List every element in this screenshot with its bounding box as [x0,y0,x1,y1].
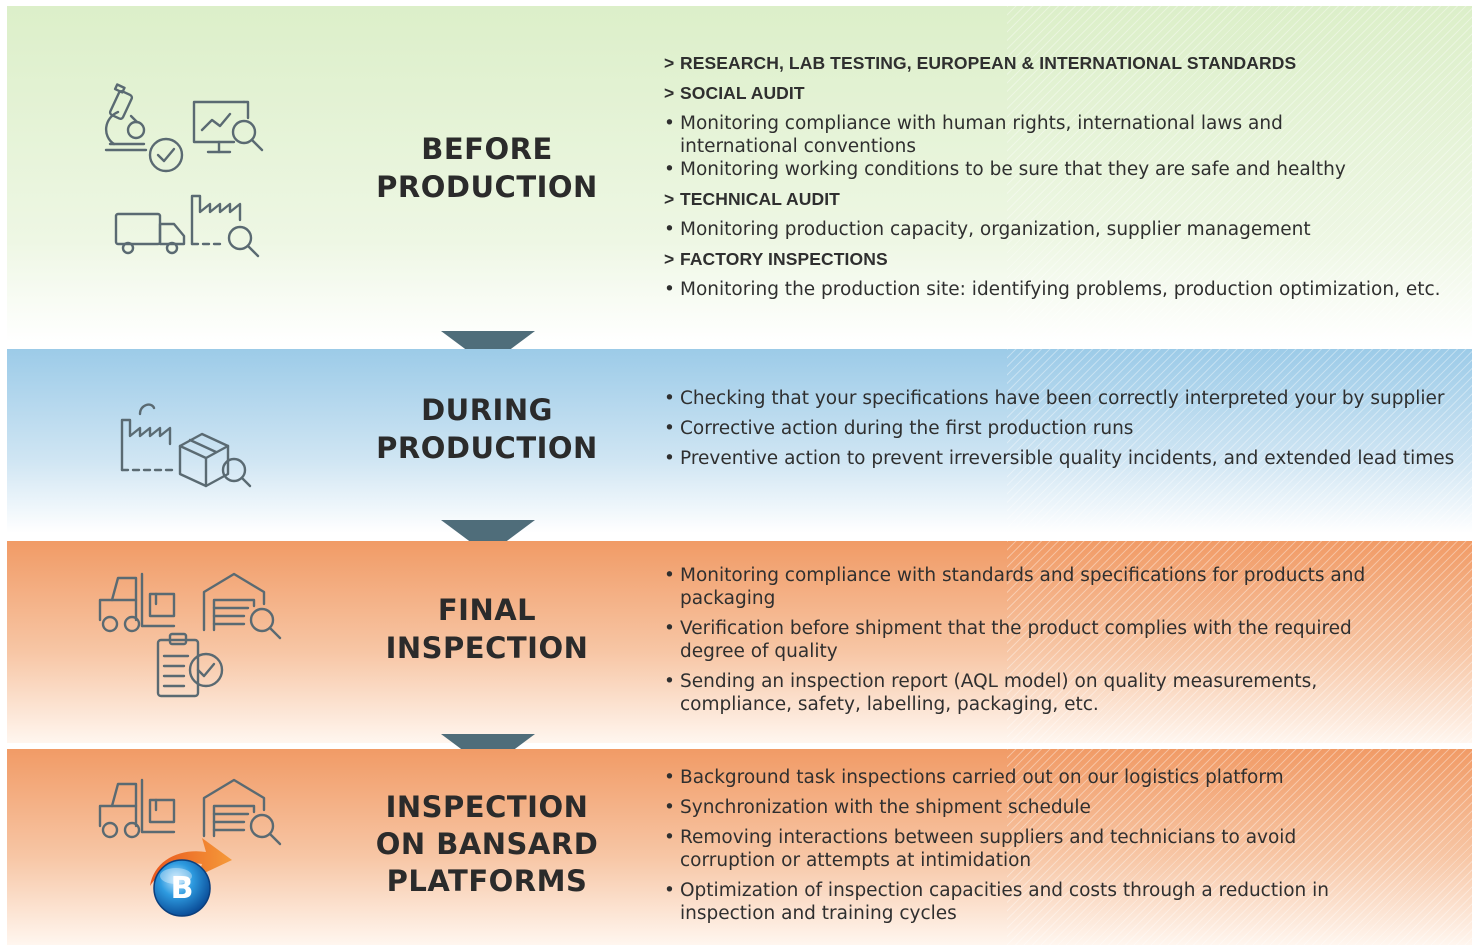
truck-icon [114,212,186,255]
bullet-item: •Corrective action during the first prod… [664,418,1134,439]
factory-search-icon [190,194,260,258]
stage-title: INSPECTION ON BANSARD PLATFORMS [357,789,617,900]
stage-item-list: >RESEARCH, LAB TESTING, EUROPEAN & INTER… [664,52,1464,301]
stage-item-list: •Background task inspections carried out… [664,766,1464,925]
microscope-icon [104,83,148,152]
stage-title-line: DURING [421,393,553,427]
bullet-item: •Preventive action to prevent irreversib… [664,448,1455,469]
analytics-monitor-icon [192,100,264,154]
stage-bansard-platforms [7,749,1472,945]
stage-title-line: INSPECTION [385,631,589,665]
stage-title-line: PLATFORMS [386,864,588,898]
stage-title-line: FINAL [437,593,537,627]
stage-title-line: INSPECTION [385,790,589,824]
stage-title-line: PRODUCTION [376,431,598,465]
bullet-item: •Checking that your specifications have … [664,388,1445,409]
stage-title: BEFORE PRODUCTION [357,130,617,206]
bullet-item: •Monitoring production capacity, organiz… [664,219,1311,240]
bullet-item: •Optimization of inspection capacities a… [664,880,1330,924]
stage-title: FINAL INSPECTION [357,591,617,667]
stage-during-production [7,349,1472,533]
bullet-item: •Monitoring compliance with human rights… [664,113,1283,157]
bullet-item: •Synchronization with the shipment sched… [664,797,1091,818]
clipboard-check-icon [156,632,224,698]
section-heading: >TECHNICAL AUDIT [664,189,840,209]
check-icon [148,137,184,173]
factory-box-search-icon [120,403,252,488]
bullet-item: •Sending an inspection report (AQL model… [664,671,1318,715]
stage-title-line: BEFORE [421,132,553,166]
svg-text:B: B [171,871,194,906]
section-heading: >RESEARCH, LAB TESTING, EUROPEAN & INTER… [664,53,1297,73]
bullet-item: •Background task inspections carried out… [664,767,1284,788]
forklift-icon [98,572,176,633]
stage-item-list: •Monitoring compliance with standards an… [664,564,1464,716]
bullet-item: •Monitoring the production site: identif… [664,279,1441,300]
forklift-icon [98,778,176,839]
stage-item-list: •Checking that your specifications have … [664,387,1464,470]
bullet-item: •Removing interactions between suppliers… [664,827,1297,871]
bullet-item: •Monitoring compliance with standards an… [664,565,1366,609]
stage-before-production [7,6,1472,342]
bullet-item: •Monitoring working conditions to be sur… [664,159,1346,180]
bullet-item: •Verification before shipment that the p… [664,618,1352,662]
warehouse-search-icon [202,572,282,640]
stage-title: DURING PRODUCTION [357,391,617,467]
section-heading: >FACTORY INSPECTIONS [664,249,888,269]
warehouse-search-icon [202,778,282,846]
stage-title-line: PRODUCTION [376,170,598,204]
stage-final-inspection [7,541,1472,743]
section-heading: >SOCIAL AUDIT [664,83,805,103]
stage-title-line: ON BANSARD [375,827,599,861]
bansard-logo: B [150,838,232,917]
